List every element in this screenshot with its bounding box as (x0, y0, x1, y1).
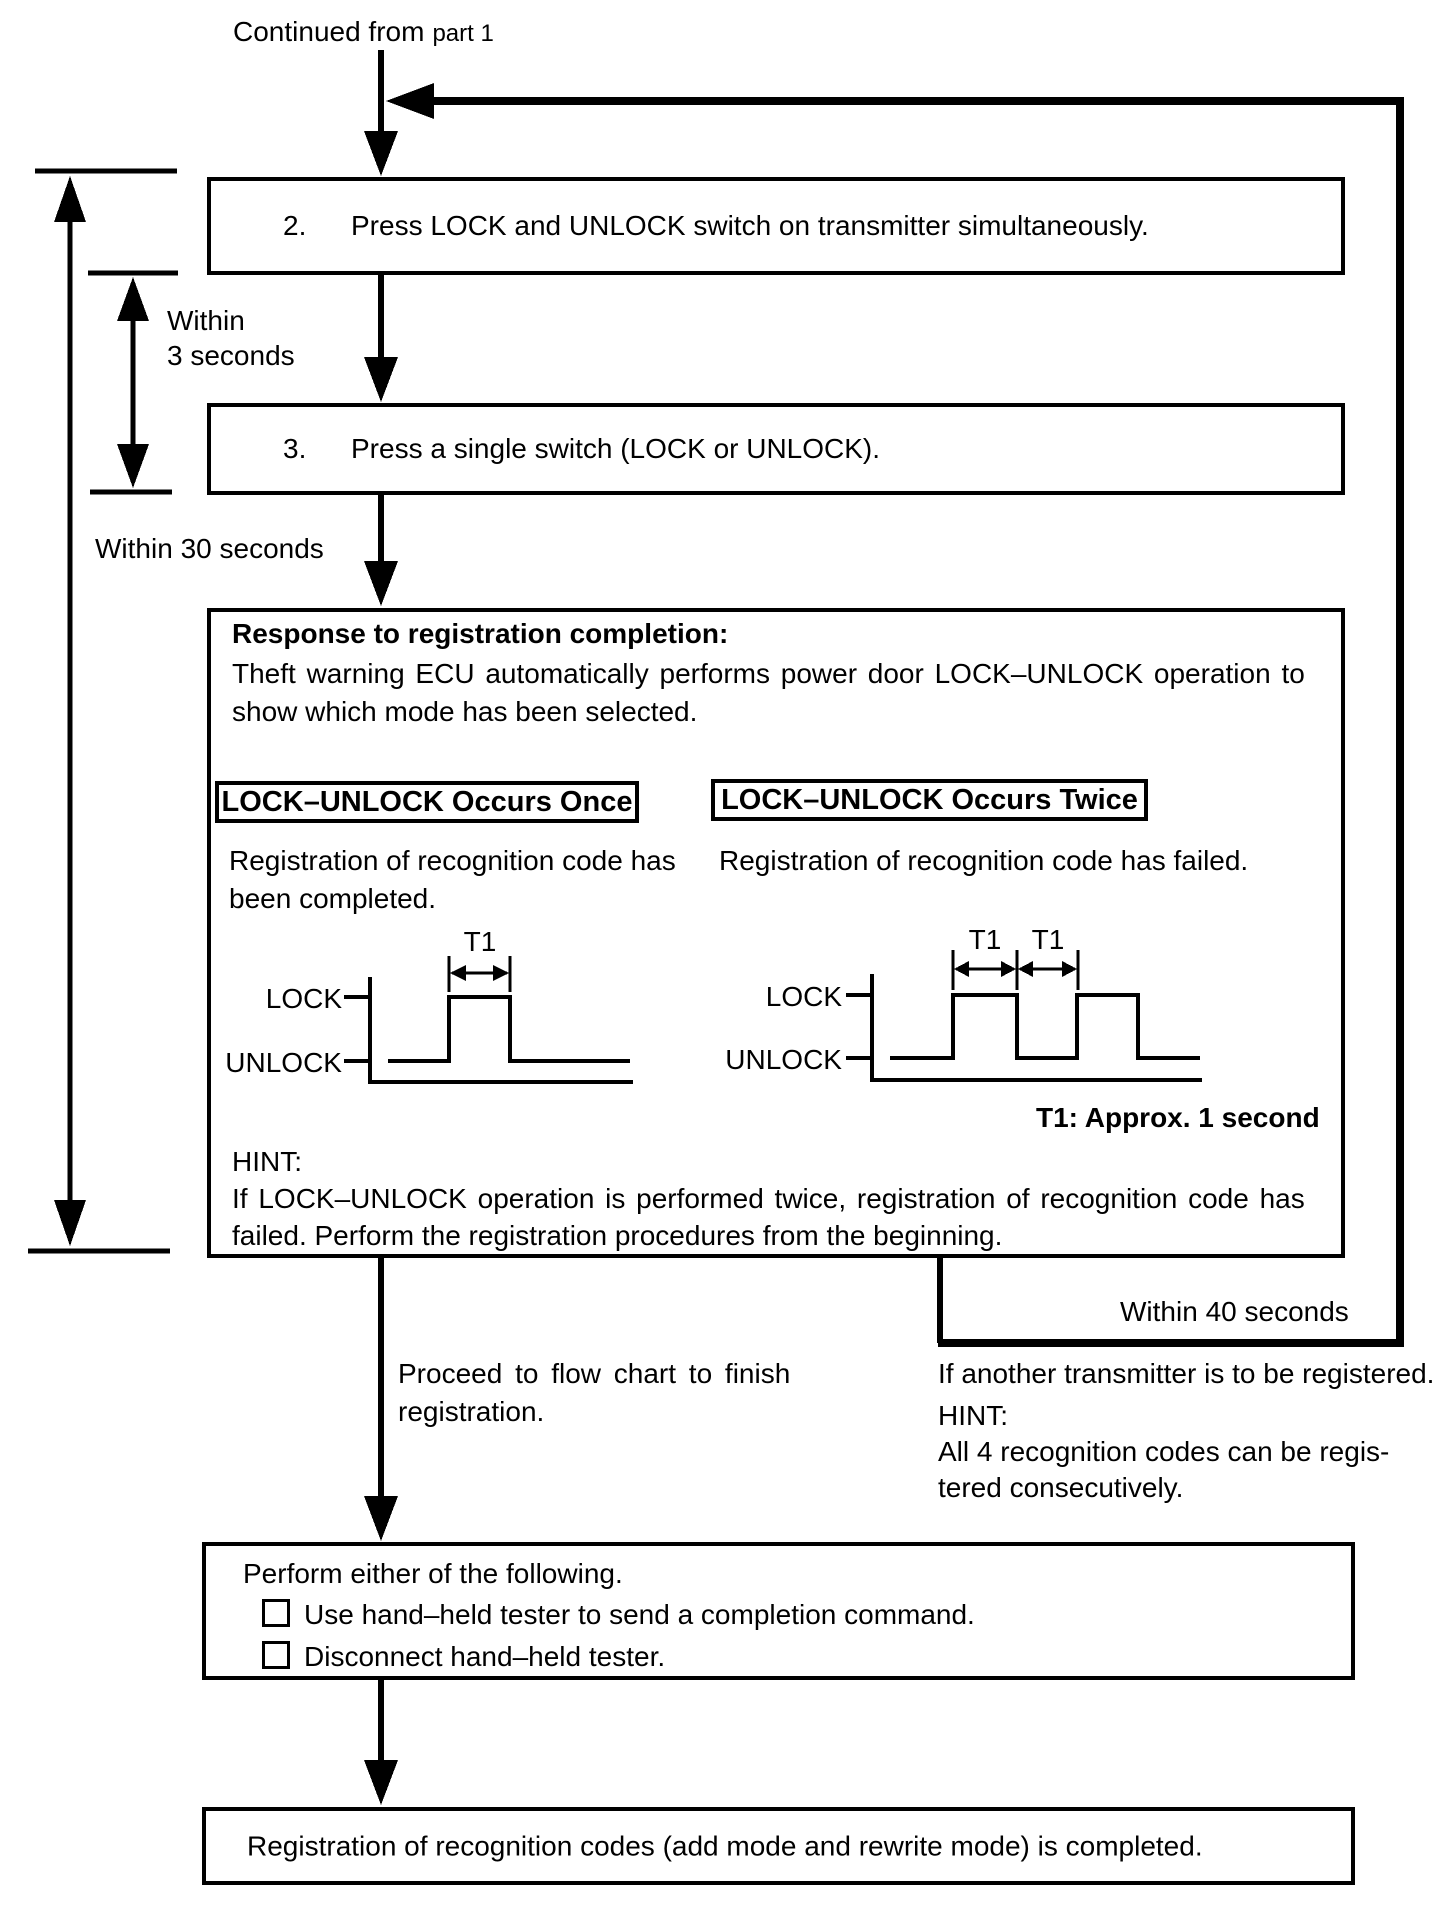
proceed-line1: Proceed to flow chart to finish (398, 1358, 791, 1389)
twice-desc: Registration of recognition code has fai… (719, 845, 1249, 876)
step2-number: 2. (283, 210, 307, 241)
step3-number: 3. (283, 433, 307, 464)
another-transmitter-line2: All 4 recognition codes can be regis- (938, 1436, 1390, 1467)
occurs-once-title-box: LOCK–UNLOCK Occurs Once (215, 781, 639, 823)
once-desc-line1: Registration of recognition code has (229, 845, 676, 876)
continued-from-label: Continued from part 1 (233, 14, 494, 49)
response-box (207, 608, 1345, 1258)
once-lock-label: LOCK (265, 983, 342, 1014)
checkbox-icon (262, 1641, 290, 1669)
main-flow-arrows (364, 50, 398, 1805)
occurs-twice-title-box: LOCK–UNLOCK Occurs Twice (711, 779, 1148, 821)
t1-note: T1: Approx. 1 second (1036, 1102, 1320, 1133)
perform-item-1: Use hand–held tester to send a completio… (262, 1597, 975, 1632)
response-hint-line2: failed. Perform the registration procedu… (232, 1220, 1003, 1251)
proceed-line2: registration. (398, 1396, 545, 1427)
response-body-line2: show which mode has been selected. (232, 696, 698, 727)
twice-t1a-label: T1 (968, 924, 1002, 955)
response-body-line1: Theft warning ECU automatically performs… (232, 658, 1305, 689)
continued-from-ref: part 1 (432, 20, 494, 47)
once-unlock-label: UNLOCK (225, 1047, 342, 1078)
another-transmitter-hint-label: HINT: (938, 1400, 1008, 1431)
step2-text: Press LOCK and UNLOCK switch on transmit… (351, 210, 1149, 241)
step3-box: 3. Press a single switch (LOCK or UNLOCK… (207, 403, 1345, 495)
within-3-line2: 3 seconds (167, 340, 295, 371)
occurs-once-title: LOCK–UNLOCK Occurs Once (221, 785, 633, 818)
completion-text: Registration of recognition codes (add m… (247, 1830, 1203, 1862)
perform-item-2: Disconnect hand–held tester. (262, 1639, 665, 1674)
another-transmitter-line3: tered consecutively. (938, 1472, 1184, 1503)
continued-from-text: Continued from (233, 16, 425, 47)
waveform-twice-lines (846, 950, 1202, 1082)
perform-item-2-label: Disconnect hand–held tester. (304, 1641, 666, 1672)
within-3-bracket (88, 270, 178, 495)
response-hint-label: HINT: (232, 1146, 302, 1177)
once-desc-line2: been completed. (229, 883, 437, 914)
completion-box: Registration of recognition codes (add m… (202, 1807, 1355, 1885)
another-transmitter-line1: If another transmitter is to be register… (938, 1358, 1435, 1389)
within-40-seconds-label: Within 40 seconds (1120, 1296, 1349, 1327)
perform-item-1-label: Use hand–held tester to send a completio… (304, 1599, 975, 1630)
once-t1-label: T1 (463, 926, 497, 957)
occurs-twice-title: LOCK–UNLOCK Occurs Twice (721, 783, 1138, 816)
within-3-seconds-label: Within 3 seconds (167, 303, 295, 373)
checkbox-icon (262, 1599, 290, 1627)
twice-unlock-label: UNLOCK (725, 1044, 842, 1075)
perform-either-box (202, 1542, 1355, 1680)
waveform-once-lines (344, 956, 633, 1084)
twice-lock-label: LOCK (765, 981, 842, 1012)
perform-title: Perform either of the following. (243, 1558, 623, 1589)
within-30-bracket (28, 168, 177, 1254)
step3-text: Press a single switch (LOCK or UNLOCK). (351, 433, 881, 464)
response-hint-line1: If LOCK–UNLOCK operation is performed tw… (232, 1183, 1305, 1214)
within-3-line1: Within (167, 305, 245, 336)
within-30-seconds-label: Within 30 seconds (95, 533, 324, 564)
twice-t1b-label: T1 (1031, 924, 1065, 955)
feedback-loop-line (386, 83, 1404, 1347)
response-title: Response to registration completion: (232, 618, 729, 649)
step2-box: 2. Press LOCK and UNLOCK switch on trans… (207, 177, 1345, 275)
